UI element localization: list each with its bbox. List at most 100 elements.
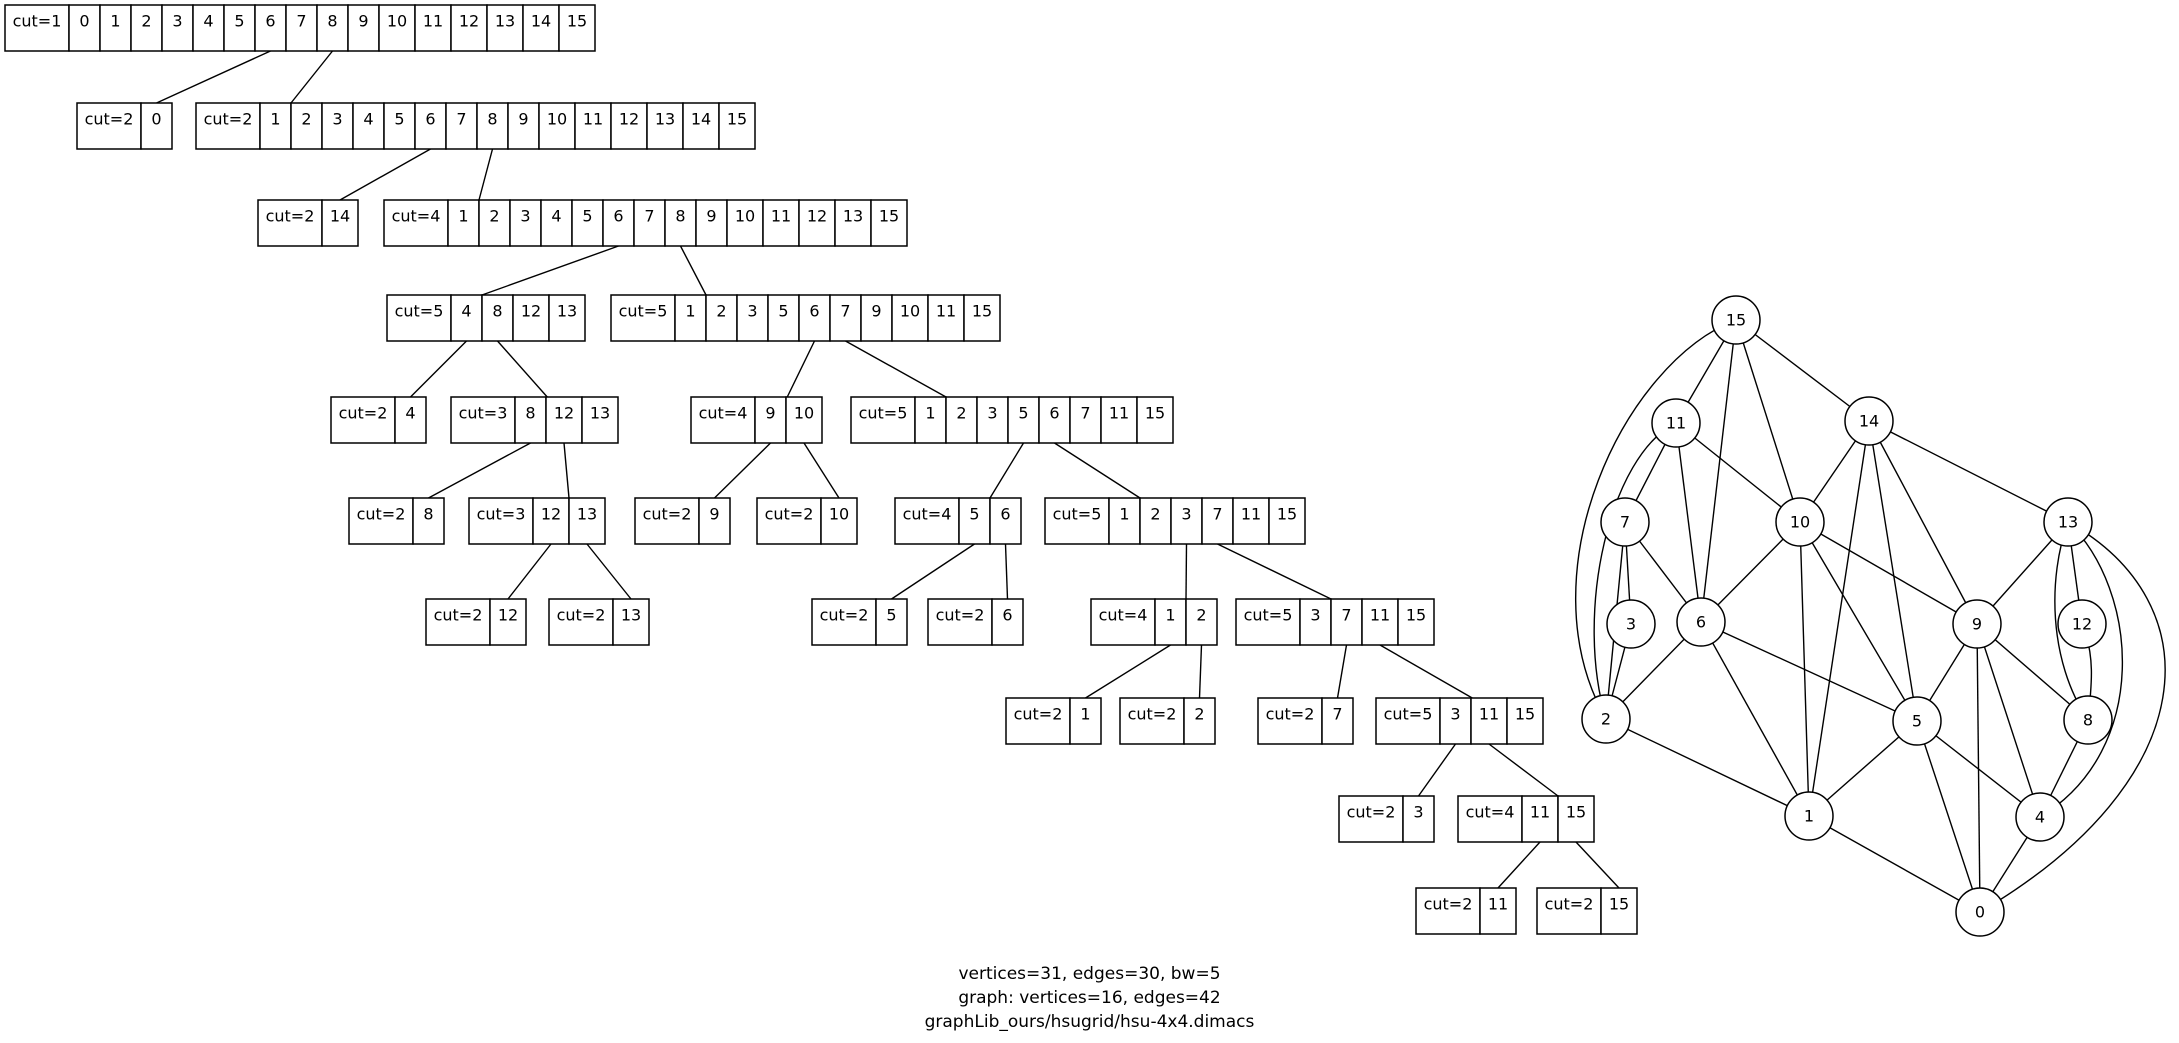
tree-cell-vertex-label: 4 bbox=[461, 302, 471, 321]
graph-vertex-label: 1 bbox=[1804, 807, 1814, 826]
tree-cell-vertex-label: 14 bbox=[330, 207, 350, 226]
tree-cell bbox=[762, 199, 800, 247]
tree-cell-vertex-label: 3 bbox=[1450, 705, 1460, 724]
tree-cell-vertex-label: 11 bbox=[1530, 803, 1550, 822]
tree-cell-vertex-label: 12 bbox=[807, 207, 827, 226]
tree-edge bbox=[496, 340, 548, 398]
tree-cell bbox=[690, 396, 756, 444]
tree-cell bbox=[412, 497, 445, 545]
graph-vertex: 3 bbox=[1606, 599, 1656, 649]
tree-cell-vertex-label: 8 bbox=[525, 404, 535, 423]
tree-cell-cut-label: cut=4 bbox=[699, 404, 748, 423]
tree-cell bbox=[1557, 795, 1595, 843]
tree-cell bbox=[486, 4, 524, 52]
tree-edge bbox=[786, 340, 816, 398]
tree-cell-vertex-label: 13 bbox=[843, 207, 863, 226]
tree-cell bbox=[1330, 598, 1363, 646]
graph-edge bbox=[1916, 720, 1981, 913]
caption-graph-info: graph: vertices=16, edges=42 bbox=[958, 988, 1221, 1008]
tree-cell bbox=[394, 396, 427, 444]
graph-vertex-circle bbox=[1952, 599, 2002, 649]
tree-cell bbox=[1361, 598, 1399, 646]
tree-cell bbox=[1257, 697, 1323, 745]
graph-vertex: 10 bbox=[1775, 497, 1825, 547]
graph-vertex: 14 bbox=[1844, 396, 1894, 446]
graph-vertex-circle bbox=[1606, 599, 1656, 649]
tree-edge bbox=[563, 442, 570, 499]
tree-cell-vertex-label: 5 bbox=[1018, 404, 1028, 423]
tree-cell bbox=[718, 102, 756, 150]
tree-cell bbox=[989, 497, 1022, 545]
tree-cell bbox=[991, 598, 1024, 646]
tree-cell bbox=[1479, 887, 1517, 935]
tree-cell-vertex-label: 8 bbox=[327, 12, 337, 31]
tree-edge bbox=[1004, 543, 1009, 600]
graph-vertex-label: 11 bbox=[1666, 414, 1686, 433]
graph-edge bbox=[1675, 422, 1801, 523]
tree-cell bbox=[927, 598, 993, 646]
tree-edge bbox=[1054, 442, 1141, 499]
tree-cell bbox=[674, 294, 707, 342]
tree-cell bbox=[1136, 396, 1174, 444]
tree-cell-cut-label: cut=2 bbox=[204, 110, 253, 129]
tree-cell-vertex-label: 4 bbox=[203, 12, 213, 31]
tree-cell-vertex-label: 9 bbox=[871, 302, 881, 321]
graph-vertex: 2 bbox=[1581, 694, 1631, 744]
graph-vertex-label: 2 bbox=[1601, 710, 1611, 729]
graph-vertex-label: 15 bbox=[1726, 311, 1746, 330]
tree-cell-cut-label: cut=2 bbox=[1128, 705, 1177, 724]
tree-cell bbox=[489, 598, 527, 646]
tree-cell-vertex-label: 1 bbox=[1080, 705, 1090, 724]
tree-cell-vertex-label: 2 bbox=[1194, 705, 1204, 724]
tree-edge bbox=[586, 543, 632, 600]
tree-cell bbox=[1183, 697, 1216, 745]
graph-edge bbox=[1700, 621, 1918, 722]
graph-vertex-label: 3 bbox=[1626, 615, 1636, 634]
tree-cell-vertex-label: 5 bbox=[394, 110, 404, 129]
tree-cell bbox=[352, 102, 385, 150]
tree-cell-vertex-label: 15 bbox=[727, 110, 747, 129]
tree-cell bbox=[1402, 795, 1435, 843]
tree-cell-vertex-label: 3 bbox=[747, 302, 757, 321]
tree-cell bbox=[548, 294, 586, 342]
tree-cell-cut-label: cut=3 bbox=[459, 404, 508, 423]
tree-edge bbox=[1497, 841, 1541, 889]
graph-vertex: 4 bbox=[2015, 792, 2065, 842]
graph-edge bbox=[1593, 422, 1677, 720]
graph-vertex-circle bbox=[1892, 696, 1942, 746]
tree-cell-vertex-label: 13 bbox=[495, 12, 515, 31]
caption: vertices=31, edges=30, bw=5 graph: verti… bbox=[0, 962, 2179, 1034]
tree-cell-vertex-label: 5 bbox=[582, 207, 592, 226]
tree-cell bbox=[1439, 697, 1472, 745]
tree-cell-vertex-label: 2 bbox=[301, 110, 311, 129]
tree-cell bbox=[1090, 598, 1156, 646]
tree-cell bbox=[68, 4, 101, 52]
tree-cell bbox=[850, 396, 916, 444]
tree-cell bbox=[834, 199, 872, 247]
graph-edge bbox=[1979, 521, 2166, 913]
graph-vertex: 9 bbox=[1952, 599, 2002, 649]
tree-cell-vertex-label: 1 bbox=[1119, 505, 1129, 524]
tree-cell-vertex-label: 9 bbox=[518, 110, 528, 129]
tree-cell bbox=[347, 4, 380, 52]
tree-cell-vertex-label: 12 bbox=[459, 12, 479, 31]
tree-cell bbox=[445, 102, 478, 150]
tree-cell-vertex-label: 3 bbox=[520, 207, 530, 226]
tree-edge bbox=[1417, 743, 1457, 797]
tree-cell-vertex-label: 2 bbox=[489, 207, 499, 226]
tree-edge bbox=[507, 543, 552, 600]
tree-cell-vertex-label: 11 bbox=[423, 12, 443, 31]
graph-vertex-circle bbox=[2015, 792, 2065, 842]
tree-cell bbox=[330, 396, 396, 444]
graph-edge bbox=[1605, 718, 1810, 817]
tree-edge bbox=[891, 543, 975, 600]
tree-cell-vertex-label: 7 bbox=[1341, 606, 1351, 625]
tree-cell-cut-label: cut=2 bbox=[357, 505, 406, 524]
tree-cell bbox=[875, 598, 908, 646]
